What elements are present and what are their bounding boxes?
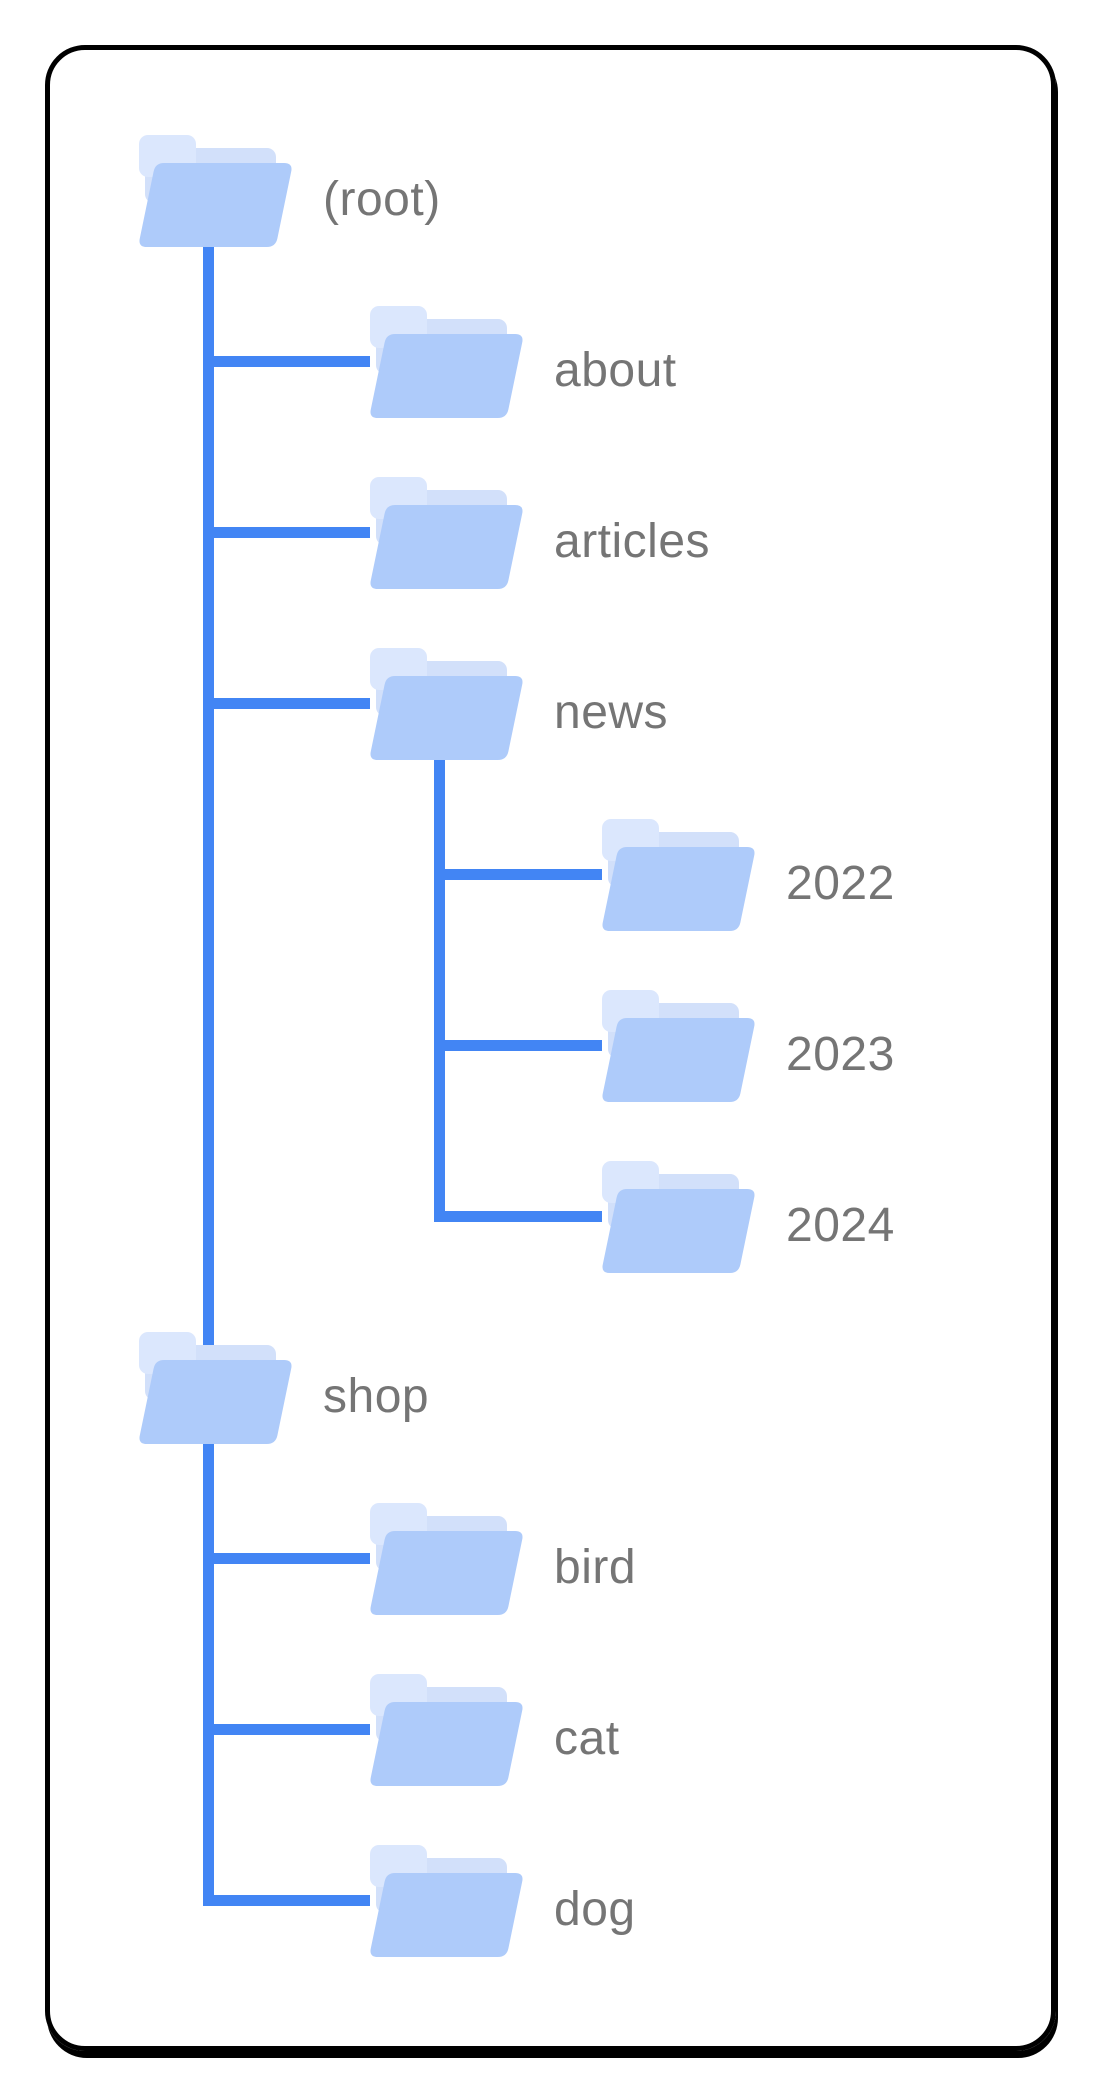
tree-node-label: articles: [554, 515, 711, 568]
connector-branch-2022: [434, 869, 602, 880]
connector-branch-bird: [203, 1553, 370, 1564]
tree-node-root: (root): [139, 135, 441, 247]
connector-root-trunk: [203, 247, 214, 1906]
folder-icon: [370, 1503, 523, 1615]
folder-icon: [370, 477, 523, 589]
connector-branch-cat: [203, 1724, 370, 1735]
diagram-card: [45, 45, 1056, 2051]
folder-icon: [370, 648, 523, 760]
connector-branch-news: [203, 698, 370, 709]
tree-node-label: bird: [554, 1541, 637, 1594]
tree-node-label: shop: [323, 1370, 430, 1423]
tree-node-label: 2023: [786, 1028, 895, 1081]
connector-branch-2023: [434, 1040, 602, 1051]
folder-icon: [602, 1161, 755, 1273]
tree-node-news: news: [370, 648, 668, 760]
tree-node-label: cat: [554, 1712, 620, 1765]
tree-node-label: news: [554, 686, 669, 739]
folder-icon: [139, 1332, 292, 1444]
tree-node-dog: dog: [370, 1845, 636, 1957]
tree-node-2024: 2024: [602, 1161, 895, 1273]
connector-news-trunk: [434, 760, 445, 1222]
connector-branch-dog: [203, 1895, 370, 1906]
folder-icon: [370, 1674, 523, 1786]
tree-node-label: (root): [323, 173, 441, 226]
tree-node-label: 2024: [786, 1199, 895, 1252]
folder-icon: [602, 819, 755, 931]
connector-branch-about: [203, 356, 370, 367]
tree-node-label: 2022: [786, 857, 895, 910]
connector-branch-2024: [434, 1211, 602, 1222]
tree-node-2023: 2023: [602, 990, 895, 1102]
tree-node-cat: cat: [370, 1674, 620, 1786]
tree-node-label: about: [554, 344, 677, 397]
folder-icon: [370, 306, 523, 418]
folder-icon: [370, 1845, 523, 1957]
folder-icon: [139, 135, 292, 247]
tree-node-2022: 2022: [602, 819, 895, 931]
folder-icon: [602, 990, 755, 1102]
tree-node-articles: articles: [370, 477, 710, 589]
tree-node-shop: shop: [139, 1332, 429, 1444]
tree-node-bird: bird: [370, 1503, 636, 1615]
tree-node-about: about: [370, 306, 677, 418]
tree-node-label: dog: [554, 1883, 636, 1936]
connector-branch-articles: [203, 527, 370, 538]
